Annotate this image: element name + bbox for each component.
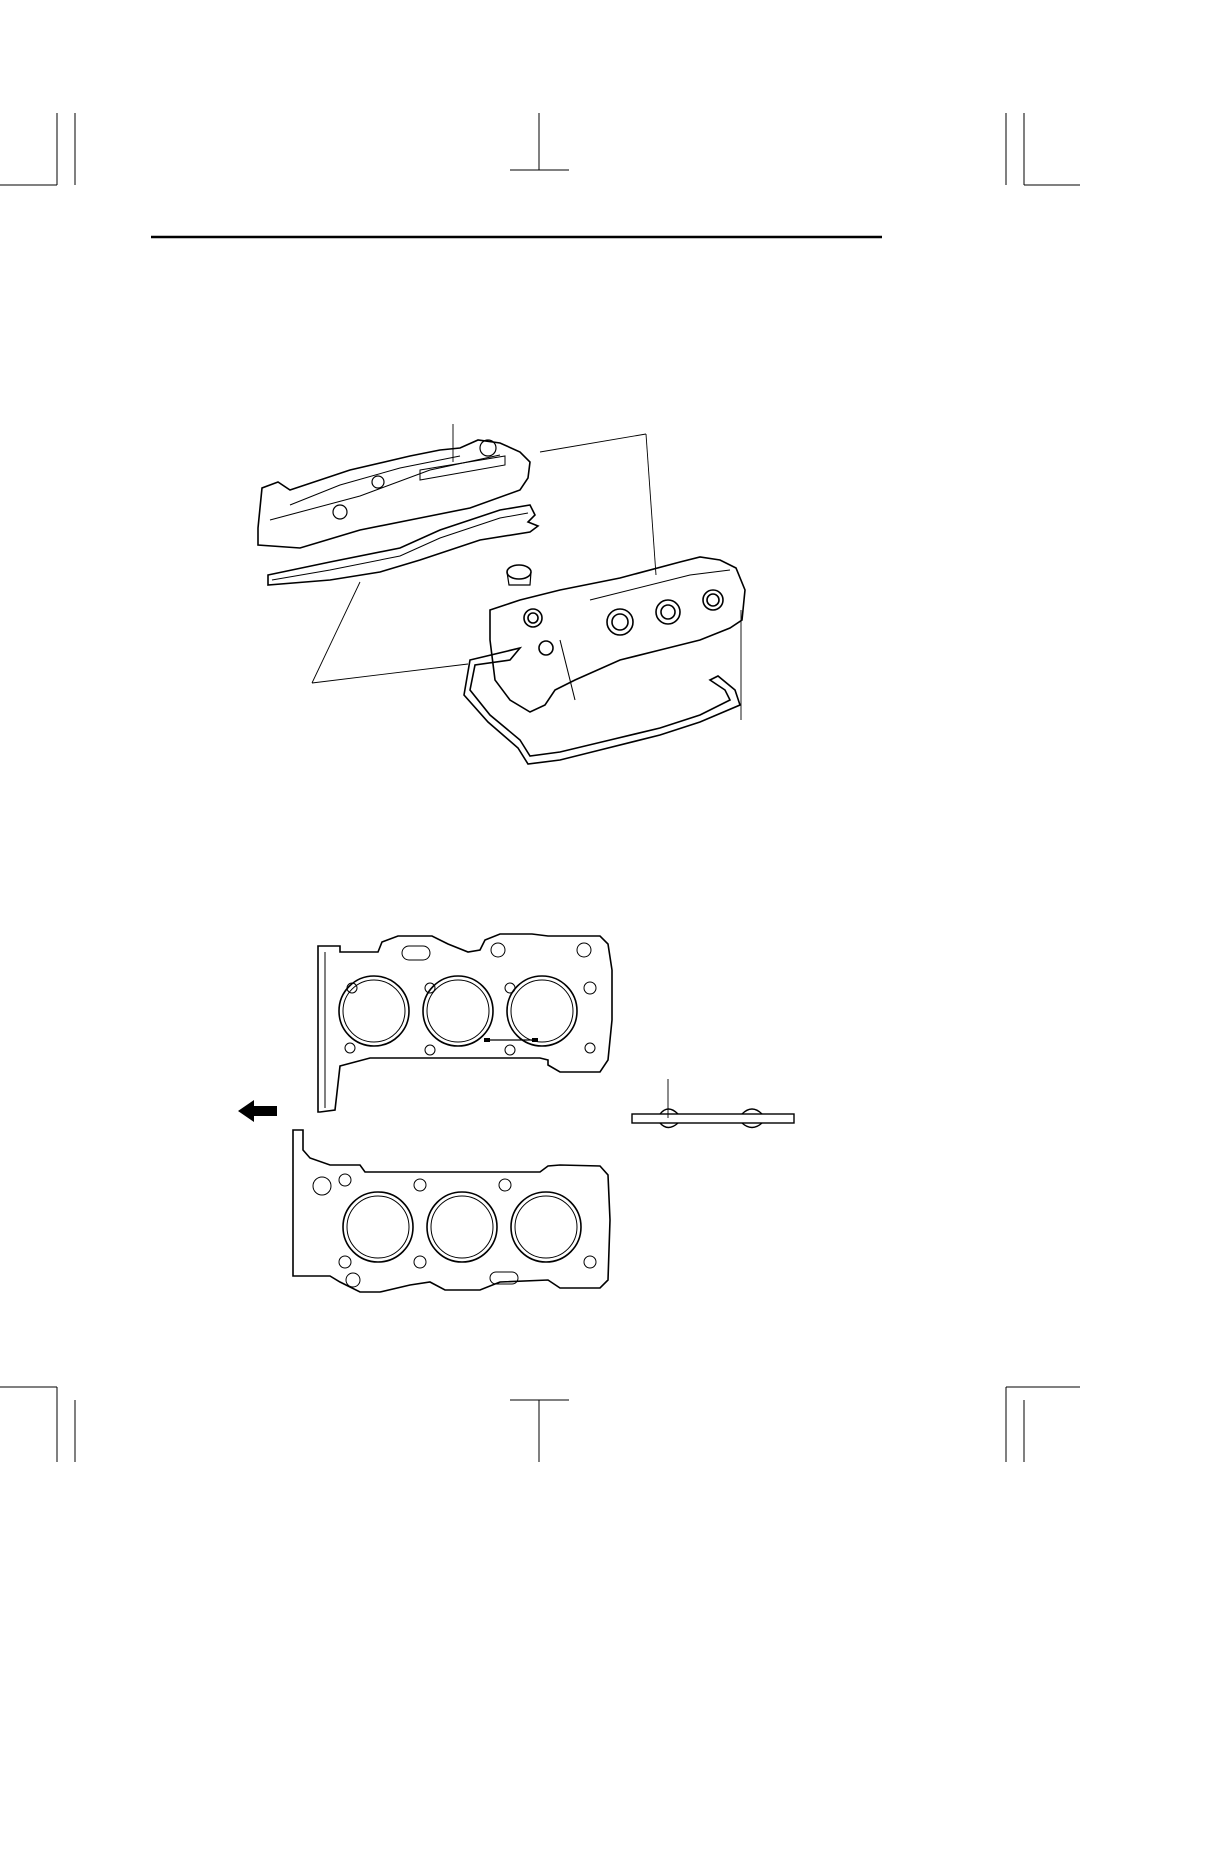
cylinder-head-cover-rh: [257, 439, 531, 549]
cylinder-head-gasket-figure: [238, 933, 795, 1293]
oil-filler-cap: [506, 564, 532, 580]
gasket-cross-section: [631, 1079, 795, 1129]
cover-gasket-rh: [267, 504, 540, 586]
crop-mark-top-left: [0, 113, 76, 186]
crop-mark-bottom-right: [1005, 1386, 1080, 1462]
crop-mark-top-right: [1005, 113, 1080, 186]
crop-mark-top-center: [510, 113, 569, 171]
front-direction-arrow-icon: [238, 1100, 277, 1122]
crop-mark-bottom-left: [0, 1386, 76, 1462]
crop-mark-bottom-center: [510, 1399, 569, 1462]
cylinder-head-cover-figure: [257, 424, 746, 765]
leader-lines: [311, 424, 742, 720]
cylinder-head-gasket-rh: [317, 933, 613, 1113]
cover-gasket-lh: [463, 646, 741, 765]
cylinder-head-cover-lh: [489, 556, 746, 713]
cylinder-head-gasket-lh: [292, 1129, 611, 1293]
